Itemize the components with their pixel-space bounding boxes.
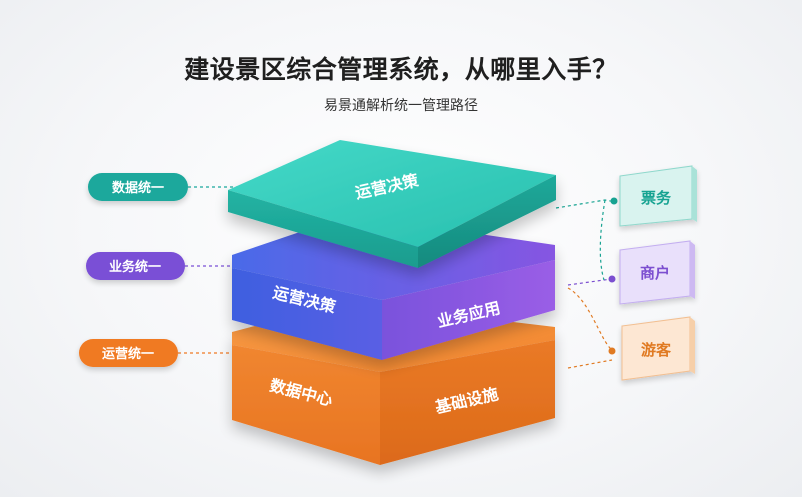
tag-ticket-side [692, 166, 697, 222]
pill-operations-unify[interactable]: 运营统一 [79, 339, 178, 367]
pill-business-unify[interactable]: 业务统一 [86, 252, 185, 280]
top-top-face [228, 140, 556, 247]
pill-business-unify-bg [86, 252, 185, 280]
pill-data-unify-bg [88, 173, 188, 201]
connector-visitor [567, 287, 613, 351]
layer-top [228, 140, 556, 268]
middle-right-face [382, 260, 555, 360]
tag-merchant-side [690, 241, 695, 299]
connector-ticket [555, 199, 617, 209]
right-connectors [555, 199, 617, 369]
dot-ticket [610, 197, 618, 205]
pill-data-unify-label: 数据统一 [112, 180, 164, 196]
bottom-right-face [380, 340, 555, 465]
connector-dots [608, 197, 618, 355]
pill-business-unify-label: 业务统一 [109, 259, 161, 275]
dot-visitor [608, 347, 616, 355]
bottom-left-face [232, 345, 380, 465]
tag-visitor[interactable]: 游客 [621, 316, 695, 381]
middle-left-face [232, 268, 382, 360]
tag-visitor-label: 游客 [641, 341, 672, 359]
left-connectors [178, 186, 240, 354]
dot-merchant [608, 275, 616, 283]
page-title: 建设景区综合管理系统，从哪里入手？ [184, 55, 618, 84]
pill-operations-unify-bg [79, 339, 178, 367]
top-right-face [418, 175, 556, 268]
connector-merchant [567, 278, 613, 286]
connector-ticket-branch [599, 199, 606, 281]
tag-ticket[interactable]: 票务 [619, 165, 697, 227]
tag-merchant-label: 商户 [640, 264, 670, 282]
pill-operations-unify-label: 运营统一 [102, 346, 154, 362]
page-subtitle: 易景通解析统一管理路径 [324, 98, 478, 114]
tag-visitor-side [690, 317, 695, 374]
tag-merchant[interactable]: 商户 [619, 240, 695, 305]
pill-data-unify[interactable]: 数据统一 [88, 173, 188, 201]
connector-visitor-lower [567, 359, 613, 369]
tag-ticket-label: 票务 [641, 189, 672, 207]
top-left-face [228, 190, 418, 268]
